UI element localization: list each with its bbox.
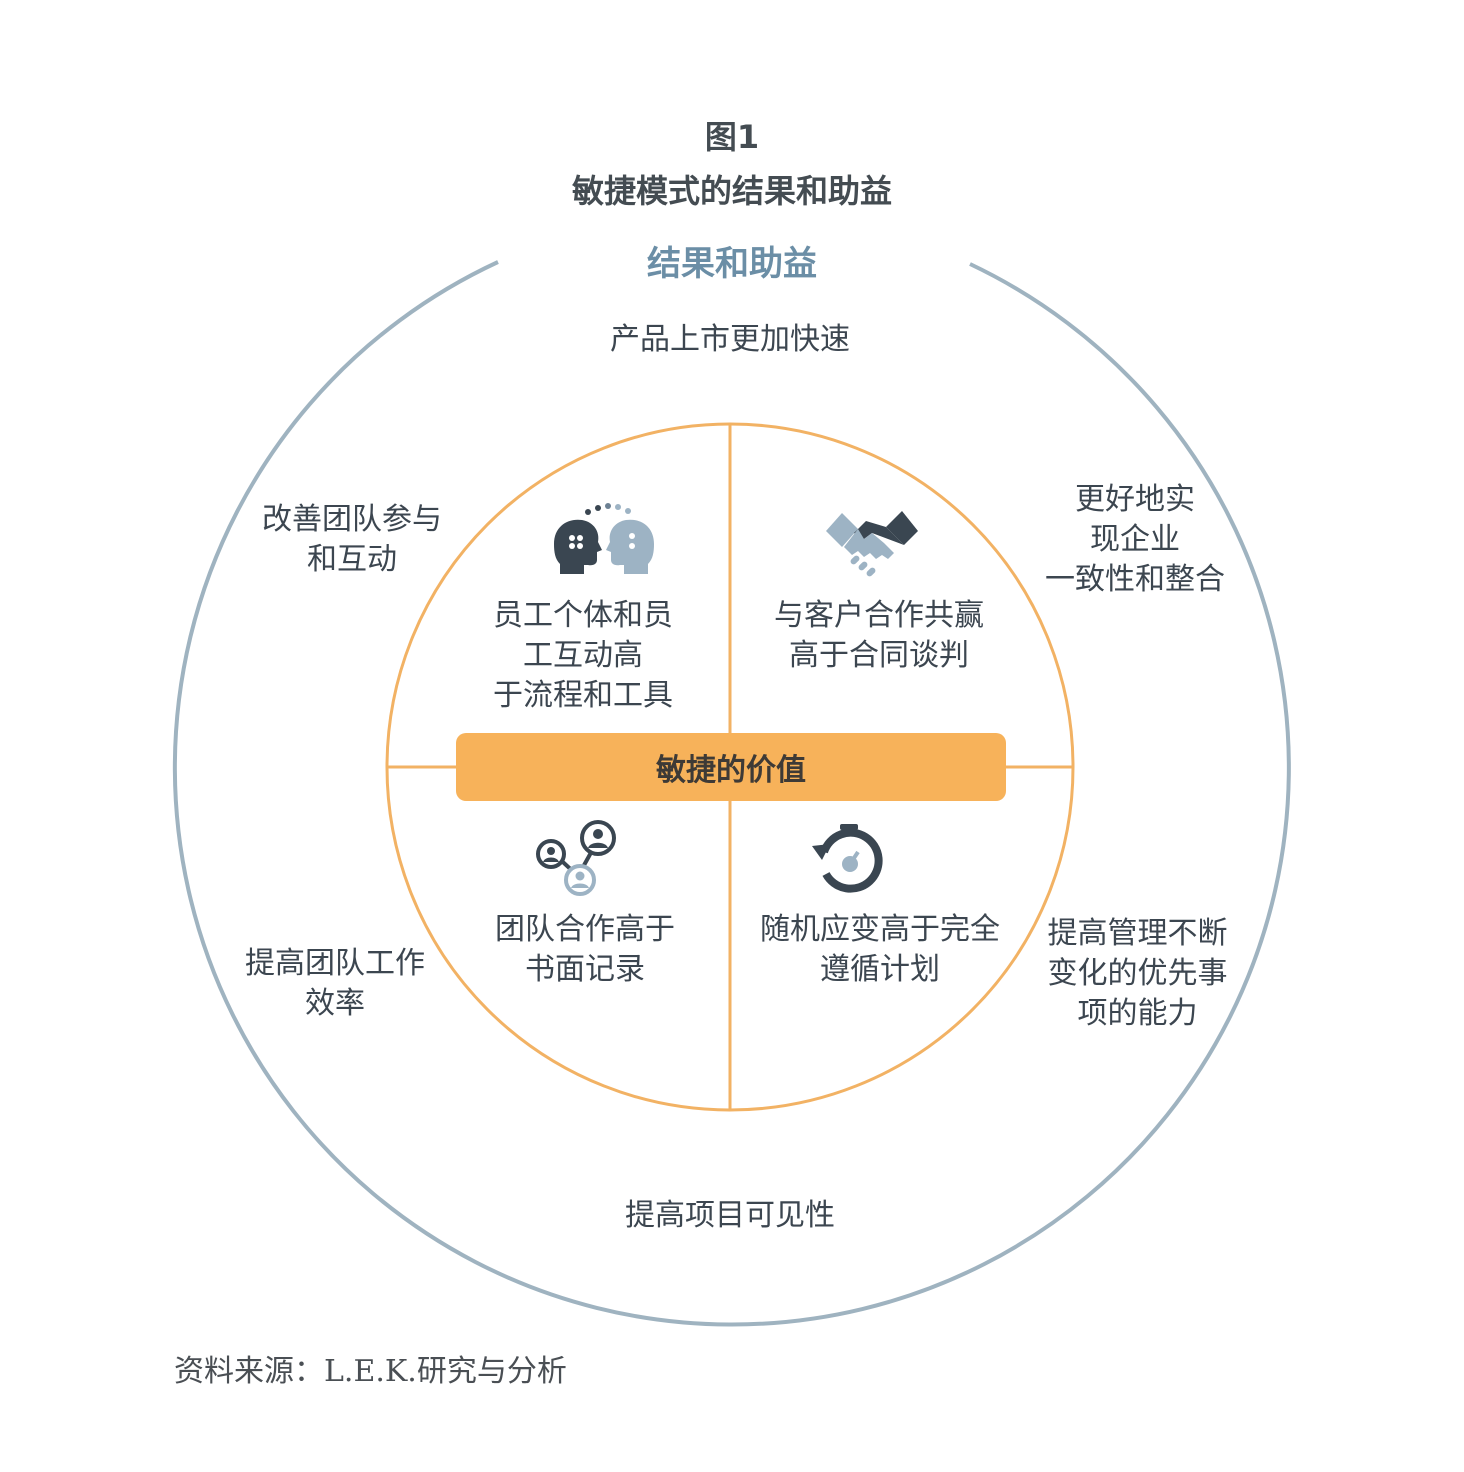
two-heads-icon bbox=[554, 503, 654, 574]
figure-title: 敏捷模式的结果和助益 bbox=[571, 172, 892, 210]
outer-item-team-engagement: 改善团队参与 和互动 bbox=[232, 500, 472, 580]
stopwatch-icon bbox=[812, 824, 883, 893]
outer-item-priority-management: 提高管理不断 变化的优先事 项的能力 bbox=[1030, 914, 1245, 1034]
outer-item-line: 提高项目可见性 bbox=[625, 1198, 835, 1233]
center-label: 敏捷的价值 bbox=[656, 753, 806, 788]
outer-item-line: 和互动 bbox=[307, 542, 397, 577]
quadrant-line: 高于合同谈判 bbox=[789, 638, 969, 673]
outer-item-line: 产品上市更加快速 bbox=[610, 322, 850, 357]
outer-item-line: 一致性和整合 bbox=[1045, 562, 1225, 597]
outer-item-line: 更好地实 bbox=[1075, 482, 1195, 517]
quadrant-line: 工互动高 bbox=[523, 638, 643, 673]
team-network-icon bbox=[536, 820, 616, 896]
outer-item-line: 现企业 bbox=[1090, 522, 1180, 557]
outer-item-line: 提高管理不断 bbox=[1047, 916, 1228, 951]
outer-item-line: 变化的优先事 bbox=[1047, 956, 1228, 991]
outer-item-faster-market: 产品上市更加快速 bbox=[530, 320, 930, 360]
figure-number: 图1 bbox=[704, 118, 760, 156]
quadrant-teamwork: 团队合作高于 书面记录 bbox=[440, 910, 730, 990]
quadrant-line: 员工个体和员 bbox=[493, 598, 673, 633]
outer-item-line: 改善团队参与 bbox=[262, 502, 442, 537]
quadrant-line: 与客户合作共赢 bbox=[774, 598, 984, 633]
quadrant-line: 随机应变高于完全 bbox=[760, 912, 1000, 947]
quadrant-responding-to-change: 随机应变高于完全 遵循计划 bbox=[738, 910, 1022, 990]
center-bar: 敏捷的价值 bbox=[456, 733, 1006, 801]
quadrant-line: 于流程和工具 bbox=[493, 678, 673, 713]
outer-item-enterprise-alignment: 更好地实 现企业 一致性和整合 bbox=[1030, 480, 1240, 600]
quadrant-line: 团队合作高于 bbox=[495, 912, 675, 947]
outer-item-line: 项的能力 bbox=[1077, 996, 1198, 1031]
quadrant-line: 书面记录 bbox=[525, 952, 645, 987]
quadrant-individuals: 员工个体和员 工互动高 于流程和工具 bbox=[440, 596, 726, 716]
outer-item-line: 效率 bbox=[305, 986, 365, 1021]
quadrant-customer: 与客户合作共赢 高于合同谈判 bbox=[734, 596, 1024, 676]
source-note: 资料来源：L.E.K.研究与分析 bbox=[174, 1354, 567, 1389]
outer-item-line: 提高团队工作 bbox=[245, 946, 425, 981]
quadrant-line: 遵循计划 bbox=[820, 952, 940, 987]
outer-item-team-efficiency: 提高团队工作 效率 bbox=[220, 944, 450, 1024]
outer-ring bbox=[172, 260, 1291, 1327]
outer-item-project-visibility: 提高项目可见性 bbox=[530, 1196, 930, 1236]
outer-ring-title: 结果和助益 bbox=[647, 244, 817, 284]
handshake-icon bbox=[826, 511, 918, 577]
